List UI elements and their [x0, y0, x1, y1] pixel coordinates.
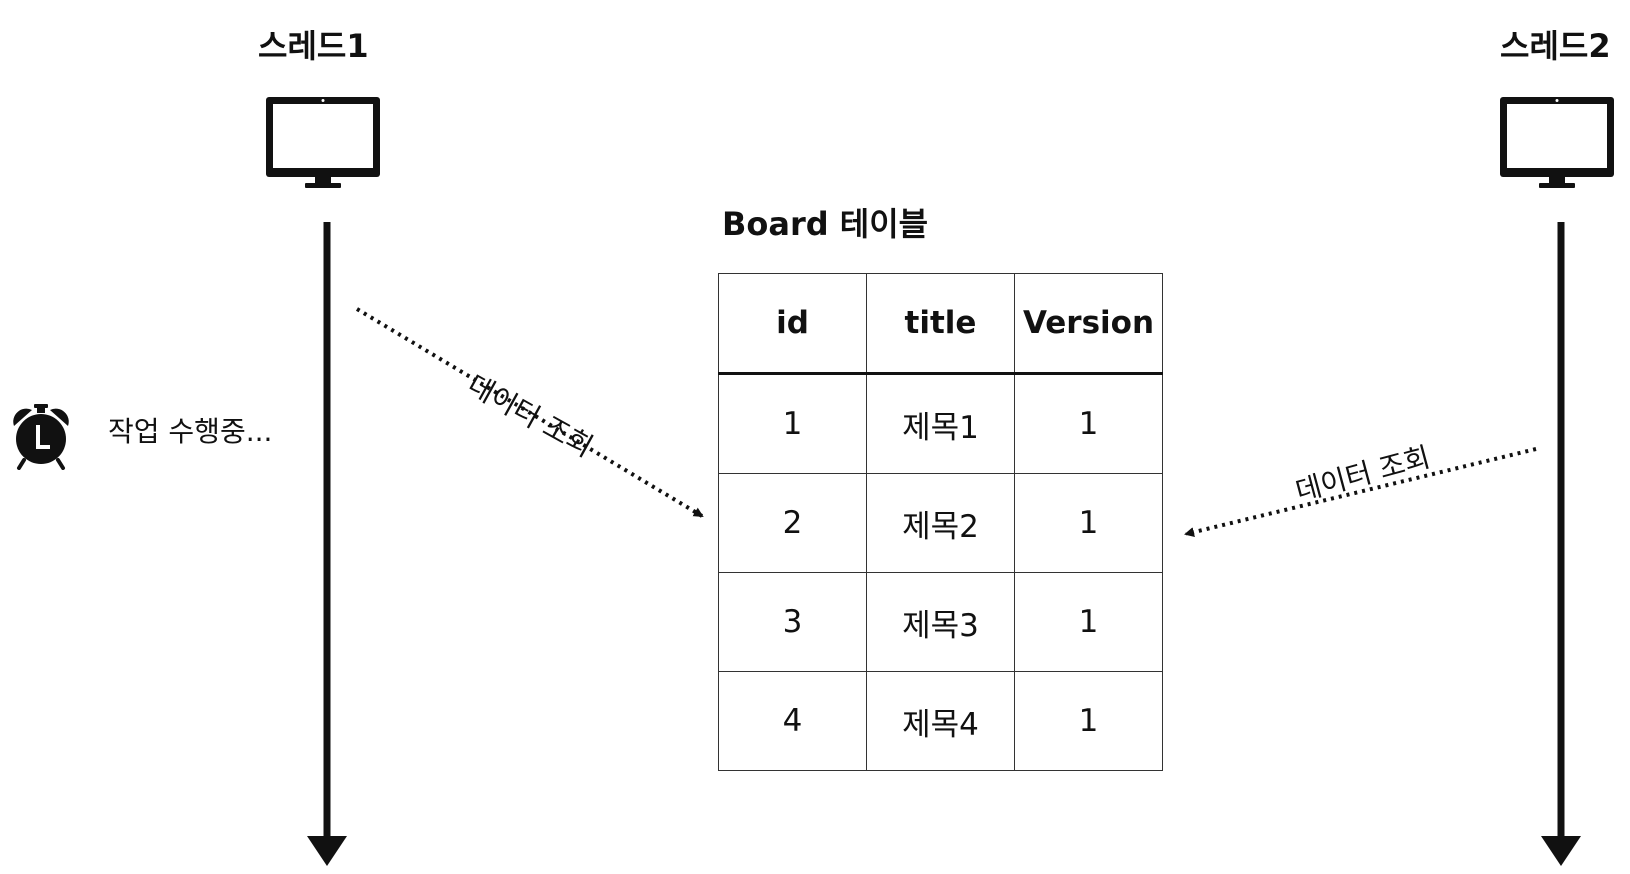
- work-status-text: 작업 수행중...: [108, 415, 273, 448]
- monitor-icon: [1500, 97, 1614, 188]
- column-header-title: title: [866, 273, 1015, 375]
- thread2-title: 스레드2: [1500, 27, 1611, 65]
- column-header-version: Version: [1014, 273, 1163, 375]
- cell-id: 3: [718, 572, 867, 672]
- cell-version: 1: [1014, 373, 1163, 474]
- alarm-clock-icon: [13, 404, 69, 470]
- table-title: Board 테이블: [722, 205, 929, 243]
- cell-title: 제목2: [866, 473, 1015, 573]
- table-row: 4 제목4 1: [718, 671, 1163, 771]
- thread1-query-arrow: [355, 307, 704, 518]
- thread1-timeline: [307, 222, 347, 866]
- cell-version: 1: [1014, 572, 1163, 672]
- cell-version: 1: [1014, 473, 1163, 573]
- table-header-row: id title Version: [718, 273, 1163, 375]
- cell-version: 1: [1014, 671, 1163, 771]
- board-table: id title Version 1 제목1 1 2 제목2 1 3 제목3 1…: [718, 273, 1163, 771]
- table-row: 3 제목3 1: [718, 572, 1163, 672]
- cell-id: 4: [718, 671, 867, 771]
- cell-title: 제목4: [866, 671, 1015, 771]
- cell-title: 제목1: [866, 373, 1015, 474]
- thread2-timeline: [1541, 222, 1581, 866]
- table-row: 1 제목1 1: [718, 373, 1163, 474]
- table-row: 2 제목2 1: [718, 473, 1163, 573]
- cell-id: 2: [718, 473, 867, 573]
- cell-title: 제목3: [866, 572, 1015, 672]
- thread1-title: 스레드1: [258, 27, 369, 65]
- monitor-icon: [266, 97, 380, 188]
- cell-id: 1: [718, 373, 867, 474]
- column-header-id: id: [718, 273, 867, 375]
